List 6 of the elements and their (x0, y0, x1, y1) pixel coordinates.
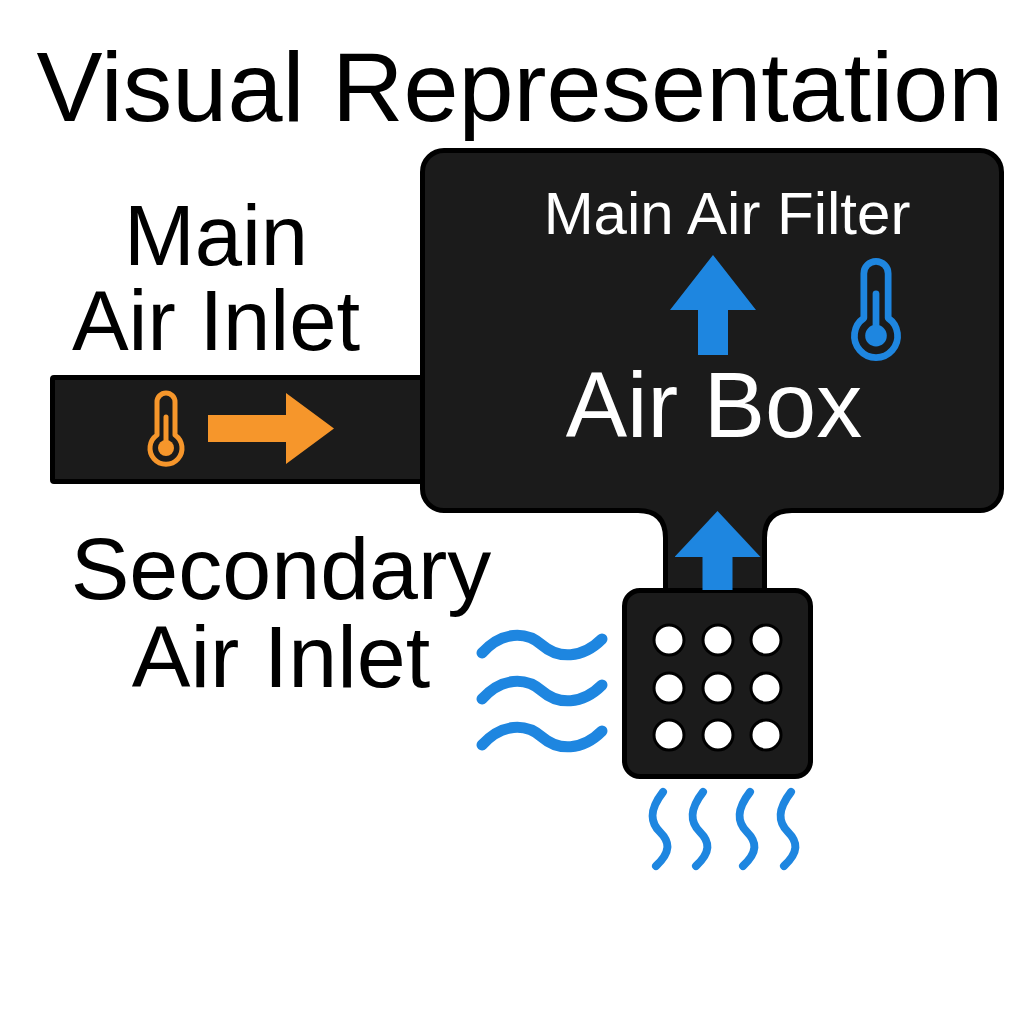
flow-arrow (674, 511, 761, 590)
air-box-label: Air Box (564, 359, 864, 451)
inlet-label: Secondary Air Inlet (69, 525, 493, 701)
diagram-title: Visual Representation (35, 30, 1005, 144)
filter-label: Main Air Filter (542, 184, 912, 244)
inlet-label: Main Air Inlet (70, 193, 362, 363)
